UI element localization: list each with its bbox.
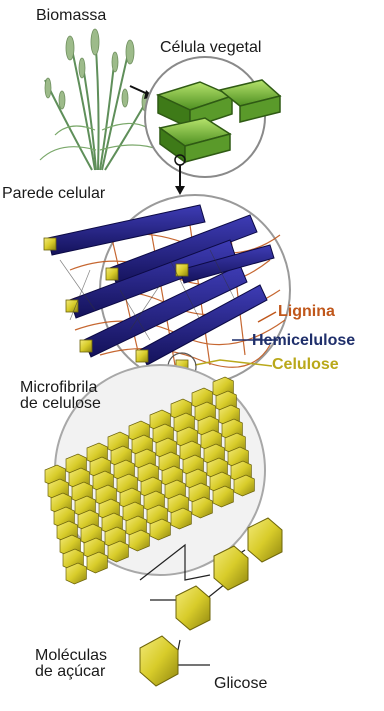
label-glicose: Glicose <box>214 676 267 692</box>
label-microfibrila-line2: de celulose <box>20 396 101 412</box>
label-celulose: Celulose <box>272 357 339 373</box>
cell-wall-circle <box>44 195 290 385</box>
label-hemicelulose: Hemicelulose <box>252 333 355 349</box>
label-moleculas-line2: de açúcar <box>35 664 105 680</box>
sugar-molecule <box>248 518 282 562</box>
sugar-molecule <box>140 636 178 686</box>
arrow-head <box>175 186 185 195</box>
label-parede-celular: Parede celular <box>2 186 105 202</box>
sugar-molecule <box>176 586 210 630</box>
label-moleculas-line1: Moléculas <box>35 648 107 664</box>
biomass-plant-illustration <box>40 29 160 170</box>
label-biomassa: Biomassa <box>36 8 106 24</box>
label-celula-vegetal: Célula vegetal <box>160 40 261 56</box>
label-lignina: Lignina <box>278 304 335 320</box>
label-microfibrila-line1: Microfibrila <box>20 380 97 396</box>
plant-cell-circle <box>145 57 280 177</box>
